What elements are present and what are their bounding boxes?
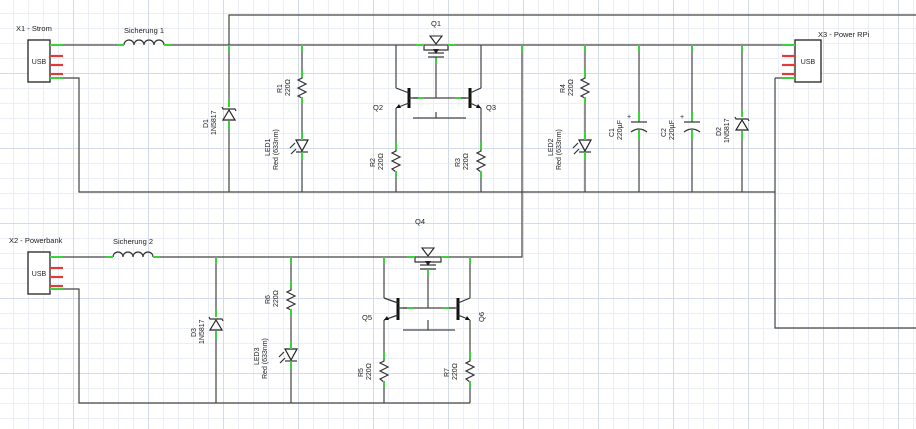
connector-x2-body: USB [32, 271, 47, 278]
capacitor-c2-plus-icon: + [680, 114, 684, 121]
resistor-r6[interactable]: R6 220Ω [265, 281, 297, 316]
diode-d2-name: D2 [716, 127, 723, 136]
connector-x1-body: USB [32, 59, 47, 66]
diode-d1[interactable]: D1 1N5817 [203, 99, 237, 135]
transistor-q5-label: Q5 [362, 313, 372, 322]
led-1-name: LED1 [265, 138, 272, 156]
fuse-2-label: Sicherung 2 [113, 237, 153, 246]
resistor-r7-value: 220Ω [452, 363, 459, 380]
transistor-q5[interactable]: Q5 [362, 297, 413, 322]
led-1-value: Red (633nm) [273, 129, 280, 170]
resistor-r2[interactable]: R2 220Ω [370, 142, 402, 178]
diode-d3[interactable]: D3 1N5817 [191, 309, 224, 344]
connector-x2[interactable]: USB X2 - Powerbank [9, 236, 63, 295]
capacitor-c2-value: 220µF [669, 120, 676, 140]
capacitor-c1-plus-icon: + [627, 114, 631, 121]
capacitor-c1-value: 220µF [617, 120, 624, 140]
led-2-name: LED2 [548, 138, 555, 156]
resistor-r5-value: 220Ω [366, 363, 373, 380]
resistor-r2-value: 220Ω [378, 153, 385, 170]
transistor-q3-label: Q3 [486, 103, 496, 112]
transistor-q2[interactable]: Q2 [373, 87, 424, 112]
transistor-q6-label: Q6 [477, 312, 486, 322]
resistor-r6-name: R6 [265, 295, 272, 304]
fuse-1[interactable]: Sicherung 1 [117, 26, 171, 46]
resistor-r1-name: R1 [277, 84, 284, 93]
capacitor-c2[interactable]: + C2 220µF [661, 112, 701, 140]
connector-x1[interactable]: USB X1 - Strom [16, 24, 63, 83]
led-2[interactable]: LED2 Red (633nm) [548, 129, 593, 170]
diode-d2[interactable]: D2 1N5817 [716, 109, 750, 143]
pin-markers [215, 45, 743, 264]
resistor-r3[interactable]: R3 220Ω [455, 142, 487, 178]
led-2-value: Red (633nm) [556, 129, 563, 170]
fuse-1-label: Sicherung 1 [124, 26, 164, 35]
led-1[interactable]: LED1 Red (633nm) [265, 129, 310, 170]
connector-x3[interactable]: USB X3 - Power RPi [782, 30, 870, 83]
mosfet-q1-label: Q1 [431, 19, 441, 28]
resistor-r5[interactable]: R5 220Ω [358, 352, 390, 388]
resistor-r4-name: R4 [560, 84, 567, 93]
diode-d2-value: 1N5817 [724, 118, 731, 143]
led-3-value: Red (633nm) [262, 338, 269, 379]
resistor-r1[interactable]: R1 220Ω [277, 70, 308, 104]
resistor-r5-name: R5 [358, 368, 365, 377]
diode-d1-value: 1N5817 [211, 110, 218, 135]
capacitor-c2-name: C2 [661, 128, 668, 137]
connector-x1-label: X1 - Strom [16, 24, 52, 33]
mosfet-q1[interactable]: Q1 [416, 19, 456, 64]
transistor-q6[interactable]: Q6 [443, 297, 486, 322]
resistor-r3-name: R3 [455, 158, 462, 167]
transistor-q2-label: Q2 [373, 103, 383, 112]
resistor-r2-name: R2 [370, 158, 377, 167]
resistor-r7[interactable]: R7 220Ω [444, 352, 476, 388]
capacitor-c1[interactable]: + C1 220µF [609, 112, 648, 140]
resistor-r3-value: 220Ω [463, 153, 470, 170]
resistor-r4[interactable]: R4 220Ω [560, 70, 591, 104]
connector-x3-label: X3 - Power RPi [818, 30, 870, 39]
diode-d1-name: D1 [203, 119, 210, 128]
led-3[interactable]: LED3 Red (633nm) [254, 338, 299, 379]
connector-x3-body: USB [801, 59, 816, 66]
diode-d3-value: 1N5817 [199, 319, 206, 344]
mosfet-q4[interactable]: Q4 [407, 217, 449, 276]
resistor-r1-value: 220Ω [285, 79, 292, 96]
led-3-name: LED3 [254, 347, 261, 365]
diode-d3-name: D3 [191, 328, 198, 337]
transistor-q3[interactable]: Q3 [455, 87, 496, 112]
resistor-r4-value: 220Ω [568, 79, 575, 96]
resistor-r7-name: R7 [444, 368, 451, 377]
mosfet-q4-label: Q4 [415, 217, 425, 226]
connector-x2-label: X2 - Powerbank [9, 236, 63, 245]
fuse-2[interactable]: Sicherung 2 [106, 237, 160, 258]
resistor-r6-value: 220Ω [273, 290, 280, 307]
capacitor-c1-name: C1 [609, 128, 616, 137]
